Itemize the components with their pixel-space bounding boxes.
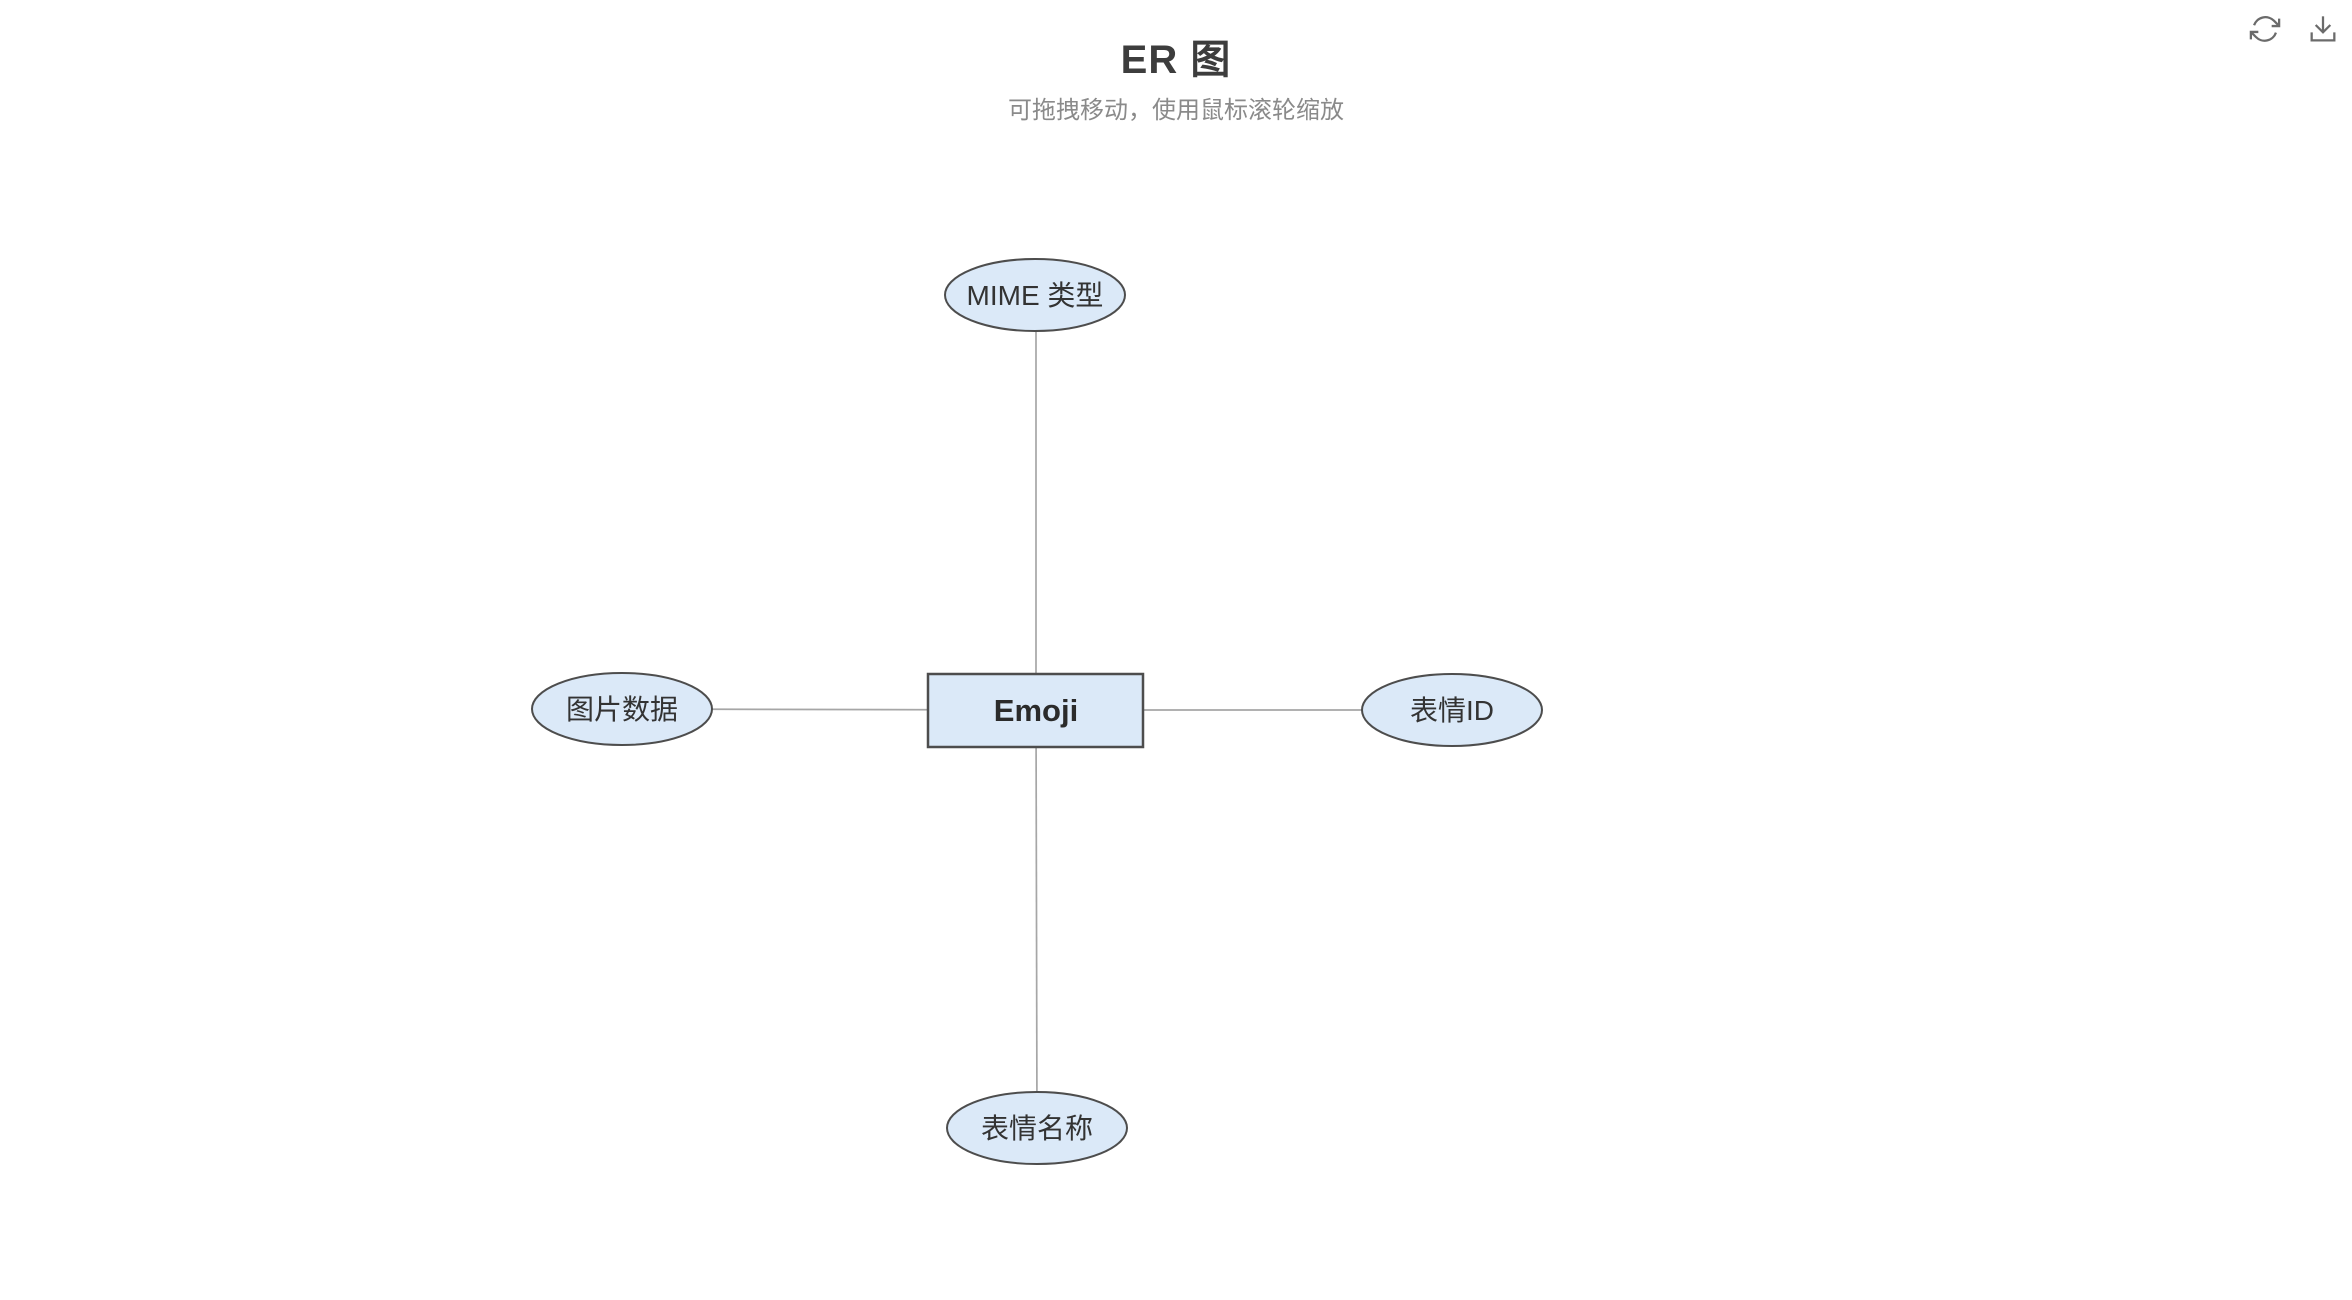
attribute-label: 表情名称 bbox=[981, 1113, 1093, 1144]
attribute-label: MIME 类型 bbox=[967, 280, 1104, 311]
download-button[interactable] bbox=[2306, 12, 2340, 46]
attribute-label: 图片数据 bbox=[566, 694, 678, 725]
entity-label: Emoji bbox=[994, 693, 1078, 728]
attribute-ellipse[interactable] bbox=[531, 672, 713, 746]
download-icon bbox=[2307, 13, 2339, 45]
refresh-button[interactable] bbox=[2248, 12, 2282, 46]
entity-rect[interactable] bbox=[926, 672, 1145, 749]
page-title: ER 图 bbox=[1120, 38, 1232, 82]
attribute-ellipse[interactable] bbox=[944, 258, 1126, 332]
attribute-node-image-data[interactable]: 图片数据 bbox=[531, 672, 713, 746]
attribute-ellipse[interactable] bbox=[946, 1091, 1128, 1165]
attribute-ellipse[interactable] bbox=[1361, 673, 1543, 747]
attribute-node-mime-type[interactable]: MIME 类型 bbox=[944, 258, 1126, 332]
toolbar bbox=[2248, 12, 2340, 46]
refresh-icon bbox=[2249, 13, 2281, 45]
page-subtitle: 可拖拽移动，使用鼠标滚轮缩放 bbox=[1008, 97, 1344, 124]
attribute-node-emoji-id[interactable]: 表情ID bbox=[1361, 673, 1543, 747]
attribute-node-emoji-name[interactable]: 表情名称 bbox=[946, 1091, 1128, 1165]
entity-node-emoji[interactable]: Emoji bbox=[926, 672, 1145, 749]
edge-entity-bottom bbox=[1035, 709, 1038, 1129]
attribute-label: 表情ID bbox=[1410, 695, 1494, 726]
